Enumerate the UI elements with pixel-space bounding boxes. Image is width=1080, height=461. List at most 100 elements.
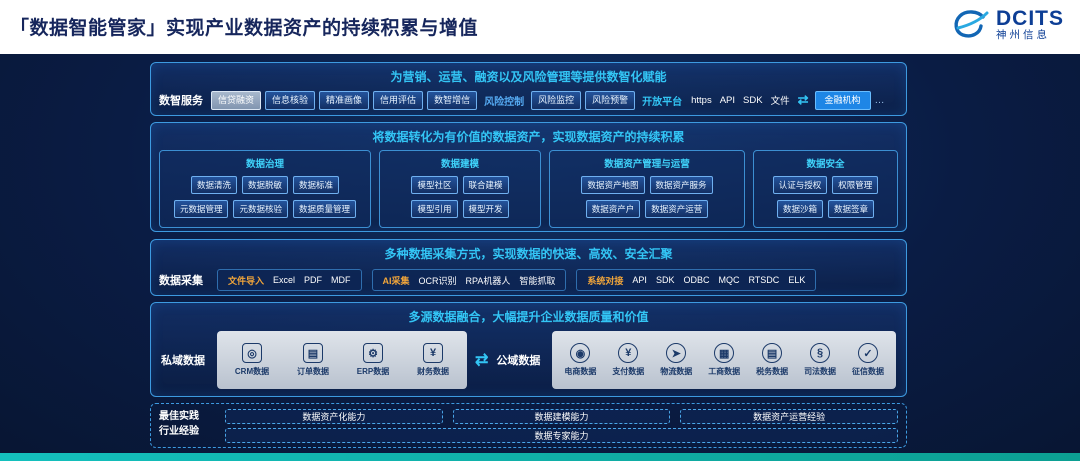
data-item-payment: ¥ 支付数据 [612,343,644,377]
collect-bar-system: 系统对接 API SDK ODBC MQC RTSDC ELK [576,269,817,291]
logistics-icon: ➤ [666,343,687,363]
asset-button-account[interactable]: 数据资产户 [585,200,641,219]
section-best-practice: 最佳实践 行业经验 数据资产化能力 数据建模能力 数据资产运营经验 数据专家能力 [150,403,907,448]
finance-icon: ¥ [423,343,444,363]
governance-button-quality[interactable]: 数据质量管理 [293,200,357,219]
governance-button-masking[interactable]: 数据脱敏 [241,176,288,195]
panel-data-modeling: 数据建模 模型社区 联合建模 模型引用 模型开发 [379,150,541,229]
bar-item: Excel [273,275,296,285]
section-data-collection: 多种数据采集方式，实现数据的快速、高效、安全汇聚 数据采集 文件导入 Excel… [150,239,907,296]
data-item-label: 物流数据 [660,367,693,376]
data-item-ecommerce: ◉ 电商数据 [564,343,596,377]
erp-icon: ⚙ [363,343,383,363]
fusion-title: 多源数据融合，大幅提升企业数据质量和价值 [408,310,649,324]
data-item-label: CRM数据 [234,367,270,376]
modeling-button-reference[interactable]: 模型引用 [411,200,458,219]
channel-https: https [691,94,712,106]
page-title: 「数据智能管家」实现产业数据资产的持续积累与增值 [10,18,479,39]
bar-item: SDK [655,275,675,285]
modeling-button-joint[interactable]: 联合建模 [462,176,509,195]
service-button-credit-finance[interactable]: 信贷融资 [211,91,262,110]
section-data-asset: 将数据转化为有价值的数据资产，实现数据资产的持续积累 数据治理 数据清洗 数据脱… [150,122,907,232]
bar-item: MDF [331,275,351,285]
data-item-erp: ⚙ ERP数据 [357,343,389,377]
bar-lead: AI采集 [382,275,410,286]
public-data-panel: ◉ 电商数据 ¥ 支付数据 ➤ 物流数据 ▦ 工商数据 [552,331,896,389]
practice-box-expert: 数据专家能力 [225,428,898,443]
panel-title: 数据治理 [245,159,284,170]
data-item-label: 电商数据 [564,367,597,376]
financial-institution-button[interactable]: 金融机构 [814,91,871,110]
practice-label: 最佳实践 行业经验 [159,409,215,442]
asset-title: 将数据转化为有价值的数据资产，实现数据资产的持续积累 [372,130,685,144]
order-icon: ▤ [302,343,323,363]
section-data-fusion: 多源数据融合，大幅提升企业数据质量和价值 私域数据 ◎ CRM数据 ▤ 订单数据… [150,302,907,397]
bar-item: MQC [718,275,740,285]
data-item-label: 税务数据 [756,367,789,376]
data-item-order: ▤ 订单数据 [297,343,329,377]
brand-logo: DCITS 神州信息 [950,7,1064,42]
data-item-label: 支付数据 [612,367,645,376]
panel-title: 数据安全 [806,159,845,170]
asset-button-operation[interactable]: 数据资产运营 [645,200,709,219]
service-button-info-verify[interactable]: 信息核验 [265,91,316,110]
logo-swoosh-icon [954,9,989,38]
practice-label-line2: 行业经验 [159,426,199,437]
security-button-permission[interactable]: 权限管理 [832,176,879,195]
business-registry-icon: ▦ [714,343,735,363]
public-data-label: 公域数据 [496,355,541,367]
collect-title: 多种数据采集方式，实现数据的快速、高效、安全汇聚 [384,247,673,261]
crm-icon: ◎ [242,343,263,363]
channel-api: API [719,94,736,106]
more-indicator: … [874,94,885,106]
bar-lead: 系统对接 [587,275,624,286]
security-button-sandbox[interactable]: 数据沙箱 [776,200,823,219]
data-item-label: 司法数据 [804,367,837,376]
risk-button-monitor[interactable]: 风险监控 [531,91,582,110]
panel-asset-operation: 数据资产管理与运营 数据资产地图 数据资产服务 数据资产户 数据资产运营 [549,150,745,229]
collect-label: 数据采集 [159,275,203,287]
governance-button-metadata-verify[interactable]: 元数据核验 [233,200,288,219]
judicial-icon: § [810,343,831,363]
company-name: 神州信息 [996,29,1050,42]
security-button-signature[interactable]: 数据签章 [828,200,875,219]
bar-item: OCR识别 [418,275,457,286]
channel-file: 文件 [770,96,790,108]
modeling-button-community[interactable]: 模型社区 [411,176,458,195]
governance-button-metadata-mgmt[interactable]: 元数据管理 [173,200,229,219]
transfer-arrow-icon: ⇄ [797,92,809,108]
data-item-business: ▦ 工商数据 [708,343,740,377]
data-item-crm: ◎ CRM数据 [235,343,269,377]
practice-box-operation: 数据资产运营经验 [680,409,899,424]
data-item-tax: ▤ 税务数据 [756,343,788,377]
link-icon: ⇄ [475,352,489,369]
practice-box-assetization: 数据资产化能力 [225,409,443,424]
risk-button-alert[interactable]: 风险预警 [585,91,636,110]
section-smart-services: 为营销、运营、融资以及风险管理等提供数智化赋能 数智服务 信贷融资 信息核验 精… [150,62,907,116]
governance-button-standard[interactable]: 数据标准 [293,176,340,195]
data-item-logistics: ➤ 物流数据 [660,343,692,377]
bar-item: ELK [788,275,806,285]
ecommerce-icon: ◉ [570,343,591,363]
modeling-button-develop[interactable]: 模型开发 [462,200,509,219]
security-button-auth[interactable]: 认证与授权 [772,176,828,195]
data-item-label: 征信数据 [852,367,884,376]
practice-box-modeling: 数据建模能力 [452,409,671,424]
panel-title: 数据建模 [440,159,479,170]
data-item-judicial: § 司法数据 [804,343,836,377]
service-button-profiling[interactable]: 精准画像 [319,91,370,110]
bar-item: RTSDC [748,275,780,285]
bar-item: PDF [304,275,323,285]
collect-bar-file: 文件导入 Excel PDF MDF [217,269,362,291]
risk-label: 风险控制 [484,96,525,108]
asset-button-service[interactable]: 数据资产服务 [649,176,713,195]
governance-button-cleaning[interactable]: 数据清洗 [190,176,237,195]
private-data-label: 私域数据 [161,355,205,367]
service-button-credit-enhance[interactable]: 数智增信 [427,91,478,110]
service-button-credit-eval[interactable]: 信用评估 [373,91,424,110]
header: 「数据智能管家」实现产业数据资产的持续积累与增值 DCITS 神州信息 [0,0,1080,54]
bar-item: ODBC [683,275,710,285]
practice-label-line1: 最佳实践 [159,411,199,422]
asset-button-map[interactable]: 数据资产地图 [581,176,645,195]
